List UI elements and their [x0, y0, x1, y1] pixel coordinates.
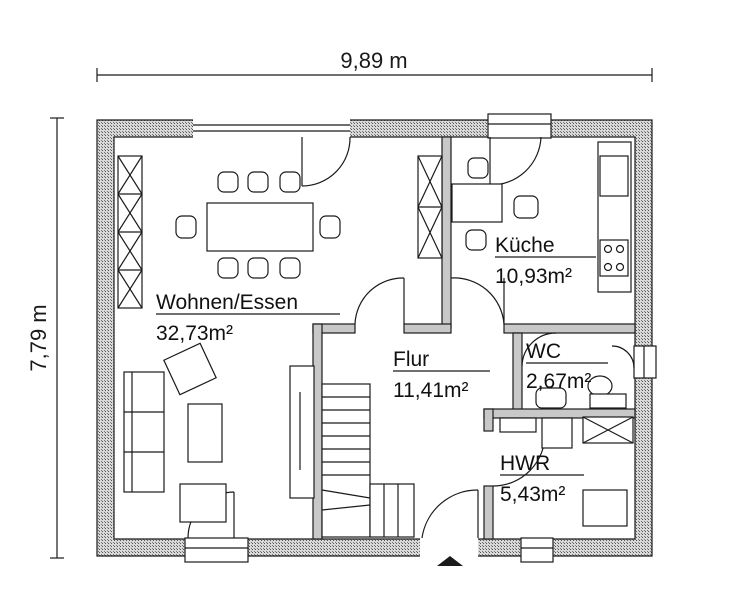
height-label: 7,79 m — [26, 304, 51, 371]
kitchen-furniture — [451, 141, 632, 293]
room-name-flur: Flur — [393, 348, 429, 371]
dining-set — [175, 171, 341, 279]
wall-openings — [184, 113, 657, 563]
room-area-kueche: 10,93m² — [495, 265, 572, 288]
wc-fixtures — [535, 375, 627, 409]
chair — [175, 171, 341, 279]
room-name-wc: WC — [526, 340, 561, 363]
staircase — [321, 383, 415, 538]
room-name-wohnen: Wohnen/Essen — [156, 291, 298, 314]
room-name-kueche: Küche — [495, 234, 555, 257]
room-area-hwr: 5,43m² — [500, 483, 565, 506]
room-area-wohnen: 32,73m² — [156, 322, 233, 345]
room-name-hwr: HWR — [500, 452, 550, 475]
width-dimension: 9,89 m — [96, 48, 653, 82]
hwr-fixtures — [499, 417, 628, 527]
room-labels: Wohnen/Essen 32,73m² Küche 10,93m² Flur … — [156, 234, 608, 506]
built-in-cabinets — [117, 155, 634, 444]
room-area-wc: 2,67m² — [526, 370, 591, 393]
exterior-walls — [96, 119, 653, 557]
height-dimension: 7,79 m — [26, 117, 64, 559]
width-label: 9,89 m — [340, 48, 407, 73]
room-area-flur: 11,41m² — [393, 379, 468, 402]
living-furniture — [123, 342, 315, 523]
